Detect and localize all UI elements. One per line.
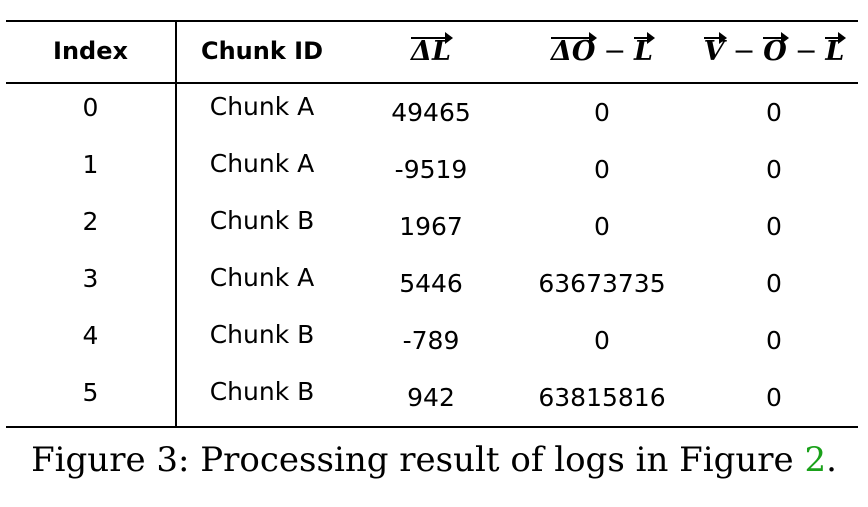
cell-delta-l: 942 <box>407 383 455 412</box>
table-top-rule <box>6 20 858 22</box>
caption-end: . <box>826 440 837 480</box>
cell-delta-l: -789 <box>402 326 460 355</box>
header-delta-l: ΔL <box>346 20 516 82</box>
cell-delta-l: 49465 <box>391 98 471 127</box>
header-chunk-id: Chunk ID <box>200 37 324 65</box>
cell-v-minus-o-minus-l: 0 <box>766 98 782 127</box>
cell-delta-o-minus-l: 0 <box>594 212 610 241</box>
minus-sign: − <box>794 35 818 67</box>
cell-v-minus-o-minus-l: 0 <box>766 326 782 355</box>
minus-sign: − <box>603 35 627 67</box>
table-column-divider-header <box>175 20 177 82</box>
figure-reference-link[interactable]: 2 <box>804 440 827 480</box>
cell-chunk-id: Chunk A <box>209 92 315 121</box>
header-v-minus-o-minus-l: V − O − L <box>690 20 858 82</box>
cell-delta-o-minus-l: 63673735 <box>538 269 666 298</box>
minus-sign: − <box>732 35 756 67</box>
header-index: Index <box>53 37 128 65</box>
cell-delta-o-minus-l: 63815816 <box>538 383 666 412</box>
cell-chunk-id: Chunk A <box>209 263 315 292</box>
cell-index: 4 <box>82 321 99 350</box>
cell-index: 3 <box>82 264 99 293</box>
cell-index: 2 <box>82 207 99 236</box>
cell-v-minus-o-minus-l: 0 <box>766 155 782 184</box>
cell-index: 1 <box>82 150 99 179</box>
cell-index: 0 <box>82 93 99 122</box>
cell-chunk-id: Chunk B <box>209 320 315 349</box>
cell-v-minus-o-minus-l: 0 <box>766 383 782 412</box>
table-column-divider-body <box>175 82 177 428</box>
cell-v-minus-o-minus-l: 0 <box>766 212 782 241</box>
cell-delta-l: -9519 <box>394 155 468 184</box>
cell-delta-o-minus-l: 0 <box>594 155 610 184</box>
table-header-rule <box>6 82 858 84</box>
cell-delta-o-minus-l: 0 <box>594 326 610 355</box>
cell-chunk-id: Chunk B <box>209 377 315 406</box>
cell-v-minus-o-minus-l: 0 <box>766 269 782 298</box>
header-delta-o-minus-l: ΔO − L <box>514 20 690 82</box>
cell-chunk-id: Chunk A <box>209 149 315 178</box>
delta-o-symbol: ΔO <box>550 31 598 67</box>
cell-delta-o-minus-l: 0 <box>594 98 610 127</box>
cell-chunk-id: Chunk B <box>209 206 315 235</box>
caption-text: Figure 3: Processing result of logs in F… <box>31 440 805 480</box>
table-bottom-rule <box>6 426 858 428</box>
cell-delta-l: 1967 <box>399 212 463 241</box>
figure-caption: Figure 3: Processing result of logs in F… <box>0 440 868 480</box>
cell-delta-l: 5446 <box>399 269 463 298</box>
cell-index: 5 <box>82 378 99 407</box>
l-symbol: L <box>825 31 847 67</box>
o-symbol: O <box>763 31 789 67</box>
l-symbol: L <box>634 31 656 67</box>
v-symbol: V <box>703 31 727 67</box>
delta-l-symbol: ΔL <box>411 31 453 67</box>
